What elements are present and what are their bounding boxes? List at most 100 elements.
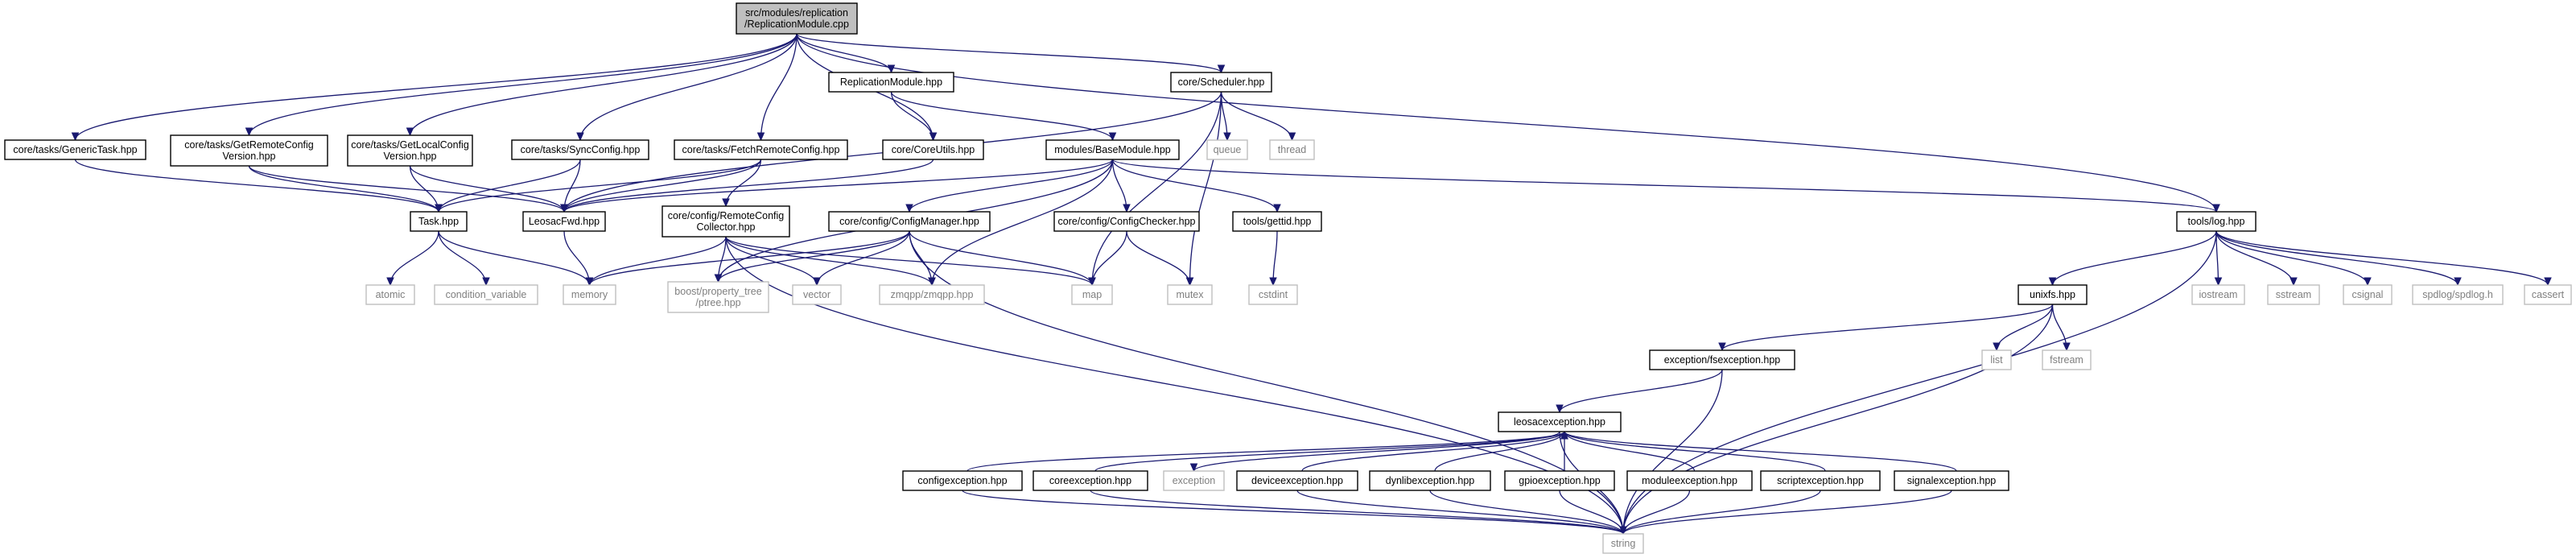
node-box xyxy=(563,284,616,305)
node-atomic: atomic xyxy=(365,284,415,305)
edge-repmod-to-coreutils xyxy=(890,91,938,142)
node-scheduler[interactable]: core/Scheduler.hpp xyxy=(1170,72,1272,93)
node-label: boost/property_tree xyxy=(674,286,761,297)
node-box xyxy=(1649,349,1795,370)
edge-signalexception-to-string xyxy=(1619,490,1952,535)
node-box xyxy=(434,284,538,305)
node-label: atomic xyxy=(376,289,406,300)
edge-root-to-scheduler xyxy=(796,33,1226,74)
node-box xyxy=(2524,284,2572,305)
node-fetchremote[interactable]: core/tasks/FetchRemoteConfig.hpp xyxy=(674,139,848,160)
node-label: list xyxy=(1990,354,2003,366)
node-signalexception[interactable]: signalexception.hpp xyxy=(1894,470,2009,491)
node-fsexception[interactable]: exception/fsexception.hpp xyxy=(1649,349,1795,370)
node-coreexception[interactable]: coreexception.hpp xyxy=(1032,470,1148,491)
node-label: vector xyxy=(803,289,831,300)
node-configexception[interactable]: configexception.hpp xyxy=(902,470,1023,491)
node-box xyxy=(1163,470,1225,491)
node-box xyxy=(522,211,606,232)
node-spdlog: spdlog/spdlog.h xyxy=(2412,284,2504,305)
edge-root-to-fetchremote xyxy=(756,33,798,142)
node-box xyxy=(1269,139,1315,160)
node-label: spdlog/spdlog.h xyxy=(2422,289,2493,300)
node-box xyxy=(170,134,328,167)
node-box xyxy=(1053,211,1200,232)
node-coreutils[interactable]: core/CoreUtils.hpp xyxy=(882,139,984,160)
node-box xyxy=(2191,284,2245,305)
node-memory: memory xyxy=(563,284,616,305)
node-box xyxy=(347,134,473,167)
node-vector: vector xyxy=(792,284,842,305)
node-label: cassert xyxy=(2532,289,2565,300)
node-box xyxy=(1170,72,1272,93)
node-configchecker[interactable]: core/config/ConfigChecker.hpp xyxy=(1053,211,1200,232)
node-ptree: boost/property_tree/ptree.hpp xyxy=(667,281,769,313)
edge-log-to-cassert xyxy=(2215,230,2552,287)
edge-log-to-csignal xyxy=(2215,230,2372,287)
node-syncconfig[interactable]: core/tasks/SyncConfig.hpp xyxy=(511,139,649,160)
node-exception: exception xyxy=(1163,470,1225,491)
node-label: tools/log.hpp xyxy=(2188,216,2245,227)
node-map: map xyxy=(1071,284,1113,305)
node-label: /ReplicationModule.cpp xyxy=(744,19,849,30)
node-label: csignal xyxy=(2352,289,2384,300)
edge-root-to-log xyxy=(796,33,2220,213)
node-box xyxy=(828,211,991,232)
node-root[interactable]: src/modules/replication/ReplicationModul… xyxy=(736,2,858,35)
node-label: LeosacFwd.hpp xyxy=(529,216,600,227)
node-leosacexception[interactable]: leosacexception.hpp xyxy=(1498,411,1622,432)
edge-configexception-to-leosacexception xyxy=(967,430,1568,472)
node-scriptexception[interactable]: scriptexception.hpp xyxy=(1760,470,1881,491)
node-box xyxy=(902,470,1023,491)
node-box xyxy=(2412,284,2504,305)
node-repmod[interactable]: ReplicationModule.hpp xyxy=(828,72,954,93)
node-label: leosacexception.hpp xyxy=(1514,416,1605,428)
edges-layer xyxy=(71,33,2552,535)
node-label: core/tasks/GenericTask.hpp xyxy=(13,144,137,155)
node-label: queue xyxy=(1214,144,1242,155)
node-label: coreexception.hpp xyxy=(1049,475,1131,486)
node-fstream: fstream xyxy=(2042,349,2092,370)
node-task[interactable]: Task.hpp xyxy=(410,211,468,232)
node-moduleexception[interactable]: moduleexception.hpp xyxy=(1626,470,1753,491)
node-box xyxy=(1248,284,1298,305)
edge-basemodule-to-leosacfwd xyxy=(560,159,1114,213)
node-configmanager[interactable]: core/config/ConfigManager.hpp xyxy=(828,211,991,232)
node-box xyxy=(1369,470,1491,491)
edge-leosacfwd-to-memory xyxy=(563,230,594,287)
node-queue: queue xyxy=(1206,139,1248,160)
edge-repmod-to-basemodule xyxy=(890,91,1117,142)
node-label: fstream xyxy=(2050,354,2083,366)
node-label: exception xyxy=(1173,475,1216,486)
node-generictask[interactable]: core/tasks/GenericTask.hpp xyxy=(4,139,146,160)
node-box xyxy=(828,72,954,93)
node-deviceexception[interactable]: deviceexception.hpp xyxy=(1236,470,1358,491)
node-label: gpioexception.hpp xyxy=(1519,475,1601,486)
node-label: exception/fsexception.hpp xyxy=(1664,354,1781,366)
node-basemodule[interactable]: modules/BaseModule.hpp xyxy=(1045,139,1180,160)
node-cassert: cassert xyxy=(2524,284,2572,305)
node-unixfs[interactable]: unixfs.hpp xyxy=(2018,284,2088,305)
edge-basemodule-to-configmanager xyxy=(905,159,1114,213)
node-gpioexception[interactable]: gpioexception.hpp xyxy=(1504,470,1615,491)
edge-gettid-to-cstdint xyxy=(1269,230,1278,287)
edge-getlocal-to-leosacfwd xyxy=(409,165,568,213)
node-box xyxy=(511,139,649,160)
node-gettid[interactable]: tools/gettid.hpp xyxy=(1232,211,1322,232)
node-dynlibexception[interactable]: dynlibexception.hpp xyxy=(1369,470,1491,491)
node-box xyxy=(1626,470,1753,491)
node-box xyxy=(1206,139,1248,160)
edge-syncconfig-to-leosacfwd xyxy=(560,159,581,213)
node-label: configexception.hpp xyxy=(917,475,1007,486)
node-string: string xyxy=(1602,533,1644,554)
node-box xyxy=(1232,211,1322,232)
node-leosacfwd[interactable]: LeosacFwd.hpp xyxy=(522,211,606,232)
node-box xyxy=(792,284,842,305)
node-label: tools/gettid.hpp xyxy=(1243,216,1312,227)
edge-log-to-sstream xyxy=(2215,230,2298,287)
edge-fetchremote-to-remotecollector xyxy=(722,159,762,208)
node-log[interactable]: tools/log.hpp xyxy=(2176,211,2257,232)
